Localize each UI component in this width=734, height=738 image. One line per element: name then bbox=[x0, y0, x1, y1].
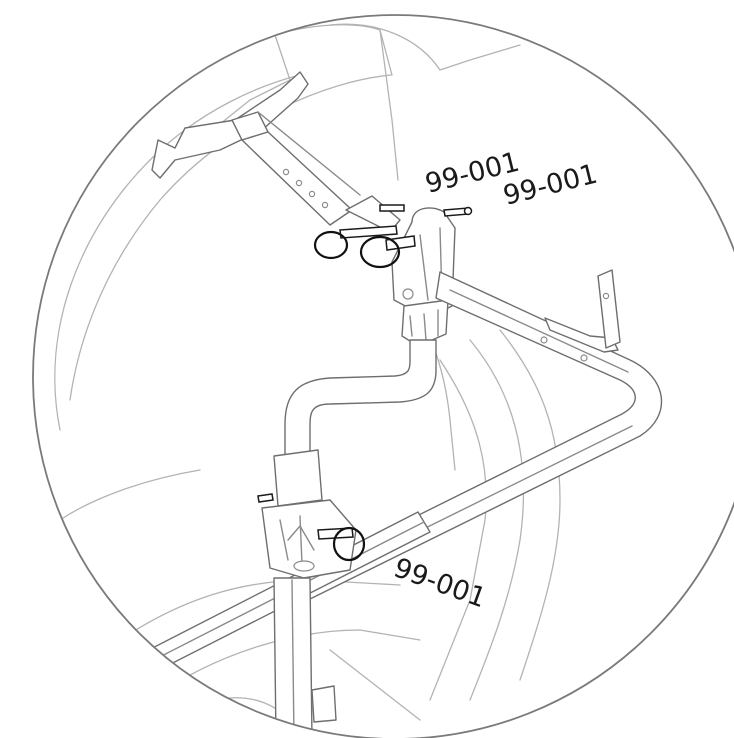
upper-pin-right bbox=[359, 235, 416, 269]
part-number-label: 99-001 bbox=[390, 552, 490, 614]
detail-circle bbox=[32, 14, 734, 738]
lower-clamp bbox=[261, 449, 357, 579]
headrest-bracket bbox=[151, 71, 401, 233]
rear-pin-top bbox=[379, 204, 473, 217]
curved-tube bbox=[284, 339, 437, 466]
lower-pin bbox=[257, 493, 366, 562]
assembly-drawing bbox=[33, 15, 663, 738]
front-crossbar bbox=[89, 511, 431, 701]
lower-post bbox=[273, 577, 337, 738]
upper-pin-left bbox=[313, 225, 398, 260]
side-frame bbox=[291, 269, 663, 601]
